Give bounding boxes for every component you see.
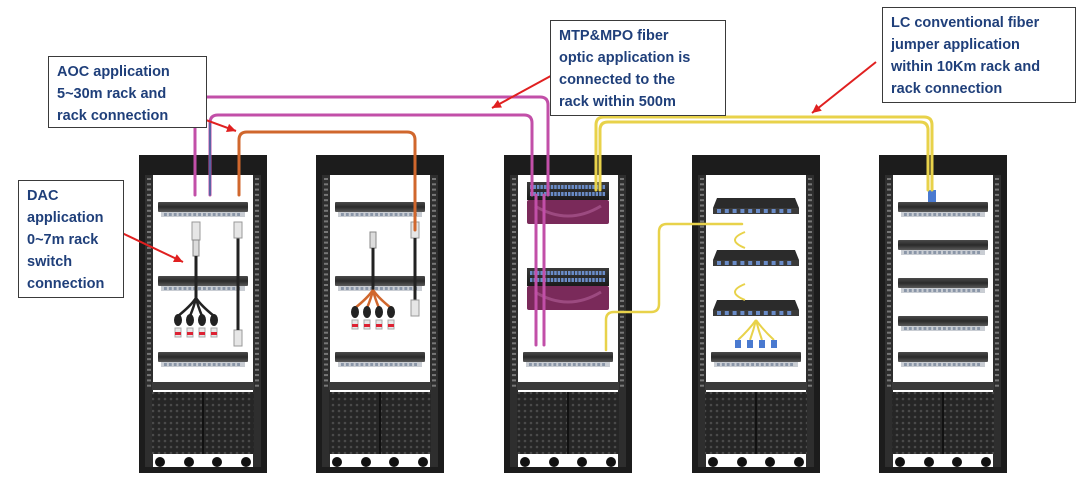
rack-frame bbox=[879, 155, 1007, 473]
callout-mtp-line-1: MTP&MPO fiber bbox=[559, 28, 669, 44]
lc-cable bbox=[594, 115, 934, 192]
callout-lc-line-2: jumper application bbox=[891, 37, 1020, 53]
callout-mtp-line-4: rack within 500m bbox=[559, 94, 676, 110]
cable-connector bbox=[191, 221, 201, 241]
lc-jumper bbox=[734, 231, 746, 249]
callout-dac-line-3: 0~7m rack bbox=[27, 232, 99, 248]
fiber-patch-panel bbox=[527, 268, 609, 310]
fiber-patch-panel bbox=[713, 300, 799, 316]
rack-base-cabinet bbox=[705, 382, 807, 467]
network-switch bbox=[898, 316, 988, 331]
callout-dac: DAC application 0~7m rack switch connect… bbox=[18, 180, 124, 298]
arrow-dac bbox=[121, 232, 184, 263]
arrow-lc bbox=[811, 61, 877, 114]
callout-dac-line-1: DAC bbox=[27, 188, 59, 204]
callout-aoc-line-3: rack connection bbox=[57, 108, 169, 124]
rack-frame bbox=[504, 155, 632, 473]
rack-frame bbox=[316, 155, 444, 473]
rack-frame bbox=[139, 155, 267, 473]
network-switch bbox=[335, 202, 425, 217]
cable-breakout bbox=[351, 231, 395, 330]
lc-jumper bbox=[755, 319, 775, 341]
server-rack-5 bbox=[879, 155, 1007, 473]
callout-lc-line-4: rack connection bbox=[891, 81, 1003, 97]
cable-connector bbox=[233, 221, 243, 239]
cable-breakout bbox=[174, 239, 218, 338]
rack-base-cabinet bbox=[892, 382, 994, 467]
server-rack-3 bbox=[504, 155, 632, 473]
dac-cable bbox=[237, 130, 417, 232]
callout-mtp-line-3: connected to the bbox=[559, 72, 676, 88]
rack-base-cabinet bbox=[517, 382, 619, 467]
network-switch bbox=[898, 240, 988, 255]
lc-cable bbox=[598, 120, 930, 192]
network-switch bbox=[335, 276, 425, 291]
fiber-patch-panel bbox=[713, 198, 799, 214]
fiber-patch-panel bbox=[713, 250, 799, 266]
arrow-mtp bbox=[491, 71, 559, 109]
lc-connector bbox=[928, 190, 936, 202]
callout-lc: LC conventional fiber jumper application… bbox=[882, 7, 1076, 103]
callout-aoc-line-2: 5~30m rack and bbox=[57, 86, 167, 102]
network-switch bbox=[523, 352, 613, 367]
callout-aoc: AOC application 5~30m rack and rack conn… bbox=[48, 56, 207, 128]
callout-lc-line-1: LC conventional fiber bbox=[891, 15, 1040, 31]
callout-aoc-line-1: AOC application bbox=[57, 64, 170, 80]
network-switch bbox=[158, 202, 248, 217]
network-switch bbox=[898, 352, 988, 367]
network-switch bbox=[335, 352, 425, 367]
server-rack-4 bbox=[692, 155, 820, 473]
callout-dac-line-2: application bbox=[27, 210, 104, 226]
network-switch bbox=[711, 352, 801, 367]
network-switch bbox=[898, 278, 988, 293]
network-switch bbox=[158, 276, 248, 291]
rack-group bbox=[139, 155, 1007, 473]
callout-mtp-mpo: MTP&MPO fiber optic application is conne… bbox=[550, 20, 726, 116]
lc-cable bbox=[604, 222, 744, 352]
rack-frame bbox=[692, 155, 820, 473]
rack-base-cabinet bbox=[152, 382, 254, 467]
aoc-cable bbox=[193, 95, 550, 197]
rack-base-cabinet bbox=[329, 382, 431, 467]
cable-connector bbox=[233, 329, 243, 347]
cable-connector bbox=[410, 299, 420, 317]
server-rack-2 bbox=[316, 155, 444, 473]
callout-mtp-line-2: optic application is bbox=[559, 50, 691, 66]
callout-lc-line-3: within 10Km rack and bbox=[891, 59, 1041, 75]
callout-dac-line-4: switch bbox=[27, 254, 73, 270]
aoc-cable bbox=[208, 113, 534, 197]
callout-dac-line-5: connection bbox=[27, 276, 105, 292]
server-rack-1 bbox=[139, 155, 267, 473]
network-switch bbox=[158, 352, 248, 367]
lc-jumper bbox=[734, 283, 746, 301]
network-switch bbox=[898, 202, 988, 217]
